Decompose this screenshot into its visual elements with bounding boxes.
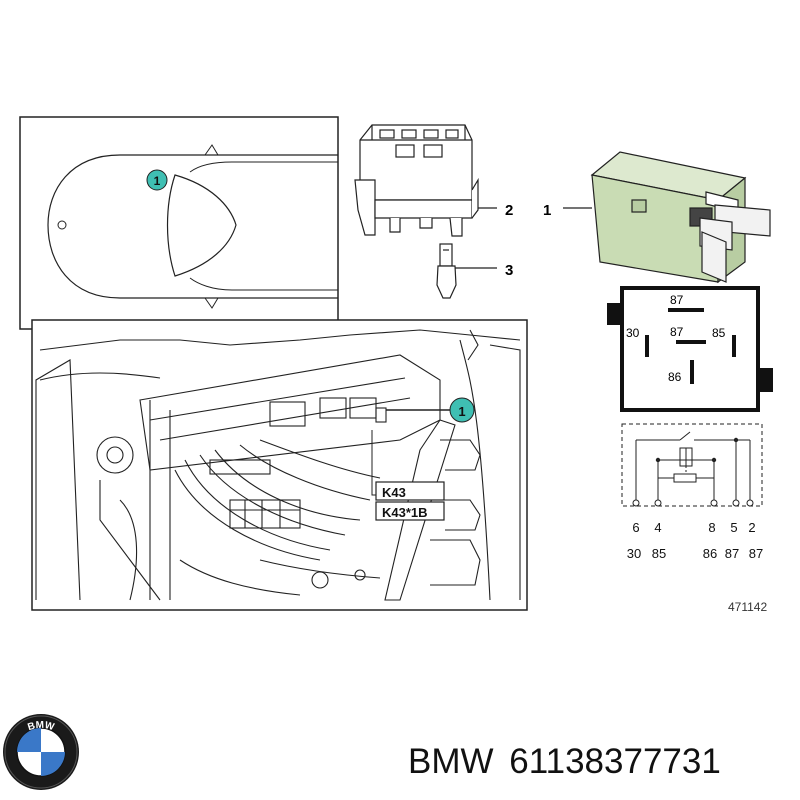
svg-text:BMW: BMW [26,720,55,733]
schematic-pin-number: 4 [654,520,661,535]
schematic-pin-number: 8 [708,520,715,535]
schematic-pin-number: 2 [748,520,755,535]
part-number: 61138377731 [509,742,721,781]
part-number-caption: BMW 61138377731 [408,742,727,782]
pin-label-bottom: 86 [668,370,682,384]
relay-schematic [621,423,763,507]
module-callout-number: 1 [458,404,465,419]
schematic-terminal-number: 30 [627,546,641,561]
schematic-junctions [655,437,739,463]
pin-label-center: 87 [670,325,684,339]
schematic-pin-numbers: 6 4 8 5 2 [632,520,755,535]
terminal-pin-drawing [436,243,497,299]
schematic-terminal-number: 87 [725,546,739,561]
schematic-pin-number: 6 [632,520,639,535]
relay-drawing [563,151,771,284]
schematic-pin-number: 5 [730,520,737,535]
relay-pinout-box: 87 87 30 85 86 [607,286,773,412]
bmw-roundel-logo: BMW [3,714,79,790]
pin-label-left: 30 [626,326,640,340]
module-label-k43: K43 [382,485,406,500]
schematic-terminal-numbers: 30 85 86 87 87 [627,546,763,561]
module-label-k43-1b: K43*1B [382,505,428,520]
bmw-logo-lettering: BMW [26,720,55,733]
drawing-number: 471142 [728,600,767,614]
car-location-panel: 1 [19,116,339,330]
relay-socket-drawing [354,124,497,237]
schematic-pin-circles [632,499,754,507]
location-callout-number: 1 [154,174,161,188]
module-label-box: K43 K43*1B [375,481,445,521]
pin-label-right: 85 [712,326,726,340]
schematic-terminal-number: 86 [703,546,717,561]
location-callout-badge: 1 [146,169,168,191]
part-label-terminal: 3 [505,262,513,279]
schematic-terminal-number: 87 [749,546,763,561]
brand-name: BMW [408,742,494,781]
pin-label-top: 87 [670,293,684,307]
part-label-socket: 2 [505,202,513,219]
schematic-terminal-number: 85 [652,546,666,561]
engine-bay-illustration: 1 K43 K43*1B [31,319,528,611]
module-location-callout-badge: 1 [449,397,475,423]
part-label-relay: 1 [543,202,551,219]
